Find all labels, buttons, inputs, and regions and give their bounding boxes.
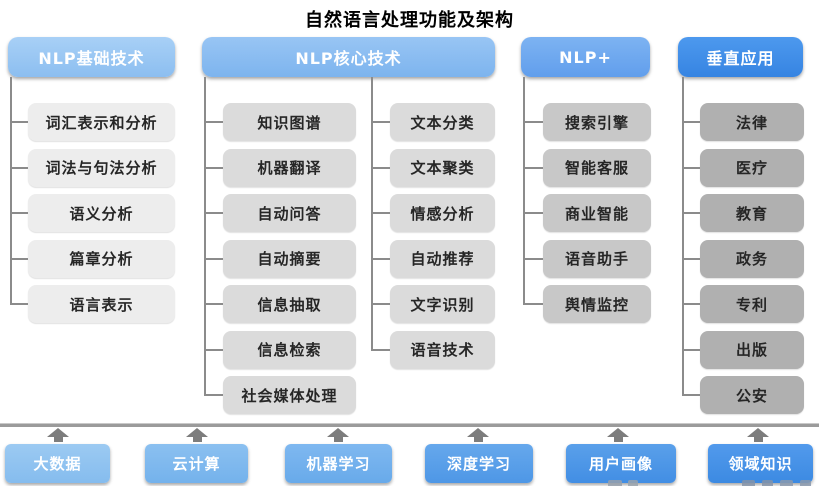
node-lexical-representation: 词汇表示和分析 <box>10 103 175 141</box>
node-information-extraction: 信息抽取 <box>204 285 356 323</box>
up-arrow-icon <box>467 428 489 442</box>
node-opinion-monitoring: 舆情监控 <box>523 285 651 323</box>
node-semantic-analysis: 语义分析 <box>10 194 175 232</box>
watermark-fragment <box>762 480 773 486</box>
node-ocr: 文字识别 <box>371 285 495 323</box>
node-legal: 法律 <box>682 103 804 141</box>
node-public-security: 公安 <box>682 376 804 414</box>
column-header-vertical-apps: 垂直应用 <box>678 37 803 77</box>
up-arrow-icon <box>186 428 208 442</box>
node-text-classification: 文本分类 <box>371 103 495 141</box>
node-machine-translation: 机器翻译 <box>204 148 356 187</box>
foundation-deep-learning: 深度学习 <box>425 444 533 483</box>
node-smart-customer-service: 智能客服 <box>523 148 651 187</box>
connector-trunk <box>204 77 206 395</box>
node-information-retrieval: 信息检索 <box>204 330 356 369</box>
node-voice-assistant: 语音助手 <box>523 239 651 278</box>
node-education: 教育 <box>682 194 804 232</box>
up-arrow-icon <box>607 428 629 442</box>
up-arrow-icon <box>47 428 69 442</box>
node-morph-syntax-analysis: 词法与句法分析 <box>10 148 175 187</box>
node-sentiment-analysis: 情感分析 <box>371 194 495 232</box>
diagram-title: 自然语言处理功能及架构 <box>305 10 514 31</box>
node-text-clustering: 文本聚类 <box>371 148 495 187</box>
node-knowledge-graph: 知识图谱 <box>204 103 356 141</box>
node-auto-summarization: 自动摘要 <box>204 239 356 278</box>
column-header-nlp-core: NLP核心技术 <box>202 37 495 77</box>
watermark-fragment <box>628 480 638 486</box>
node-patent: 专利 <box>682 285 804 323</box>
node-publishing: 出版 <box>682 330 804 369</box>
foundation-cloud-computing: 云计算 <box>145 444 248 483</box>
node-medical: 医疗 <box>682 148 804 187</box>
connector-trunk <box>682 77 684 395</box>
node-social-media-processing: 社会媒体处理 <box>204 376 356 414</box>
node-language-representation: 语言表示 <box>10 285 175 323</box>
node-question-answering: 自动问答 <box>204 194 356 232</box>
node-speech-technology: 语音技术 <box>371 330 495 369</box>
column-header-nlp-plus: NLP+ <box>521 37 650 77</box>
connector-trunk <box>523 77 525 304</box>
foundation-big-data: 大数据 <box>5 444 110 483</box>
foundation-user-profile: 用户画像 <box>566 444 676 483</box>
node-auto-recommendation: 自动推荐 <box>371 239 495 278</box>
column-header-nlp-basic: NLP基础技术 <box>8 37 175 77</box>
watermark-fragment <box>780 480 793 486</box>
watermark-fragment <box>608 480 622 486</box>
node-business-intelligence: 商业智能 <box>523 194 651 232</box>
node-discourse-analysis: 篇章分析 <box>10 239 175 278</box>
watermark-fragment <box>742 480 755 486</box>
foundation-domain-knowledge: 领域知识 <box>708 444 813 483</box>
foundation-machine-learning: 机器学习 <box>285 444 392 483</box>
watermark-fragment <box>800 480 811 486</box>
up-arrow-icon <box>327 428 349 442</box>
separator-line <box>0 423 819 427</box>
node-government: 政务 <box>682 239 804 278</box>
node-search-engine: 搜索引擎 <box>523 103 651 141</box>
connector-trunk <box>10 77 12 304</box>
up-arrow-icon <box>747 428 769 442</box>
